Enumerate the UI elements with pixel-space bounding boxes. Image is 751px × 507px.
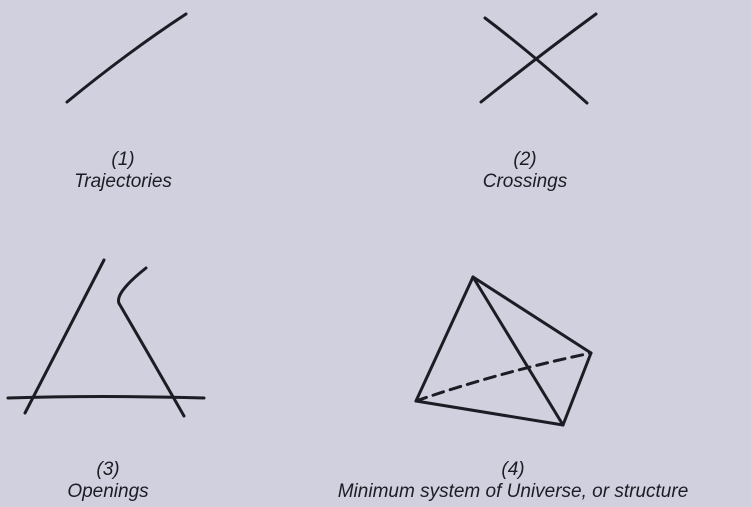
caption-label: Crossings — [482, 171, 568, 192]
tetra-edge-right-front — [561, 351, 593, 427]
tetra-edge-hidden — [414, 351, 593, 403]
caption-crossings: (2) Crossings — [455, 149, 595, 193]
opening-line-base — [6, 395, 206, 400]
caption-number: (4) — [501, 459, 525, 480]
tetra-edge-base-front — [414, 399, 565, 427]
tetra-edge-top-front — [471, 275, 565, 427]
crossing-line-b — [483, 16, 589, 105]
tetrahedron-figure — [414, 275, 593, 427]
caption-number: (3) — [96, 459, 120, 480]
caption-label: Minimum system of Universe, or structure — [337, 481, 689, 502]
opening-line-right — [117, 266, 186, 418]
crossing-line-a — [479, 12, 598, 104]
caption-label: Trajectories — [74, 171, 172, 192]
caption-number: (2) — [513, 149, 537, 170]
crossing-figure — [479, 12, 598, 105]
caption-openings: (3) Openings — [43, 459, 173, 503]
tetra-edge-top-right — [471, 275, 593, 355]
caption-trajectories: (1) Trajectories — [58, 149, 188, 193]
caption-label: Openings — [67, 481, 149, 502]
trajectory-figure — [65, 12, 188, 104]
opening-figure — [6, 258, 206, 418]
opening-line-left — [23, 258, 106, 415]
caption-number: (1) — [111, 149, 135, 170]
tetra-edge-top-left — [414, 275, 475, 403]
caption-structure: (4) Minimum system of Universe, or struc… — [280, 459, 746, 503]
trajectory-line — [65, 12, 188, 104]
